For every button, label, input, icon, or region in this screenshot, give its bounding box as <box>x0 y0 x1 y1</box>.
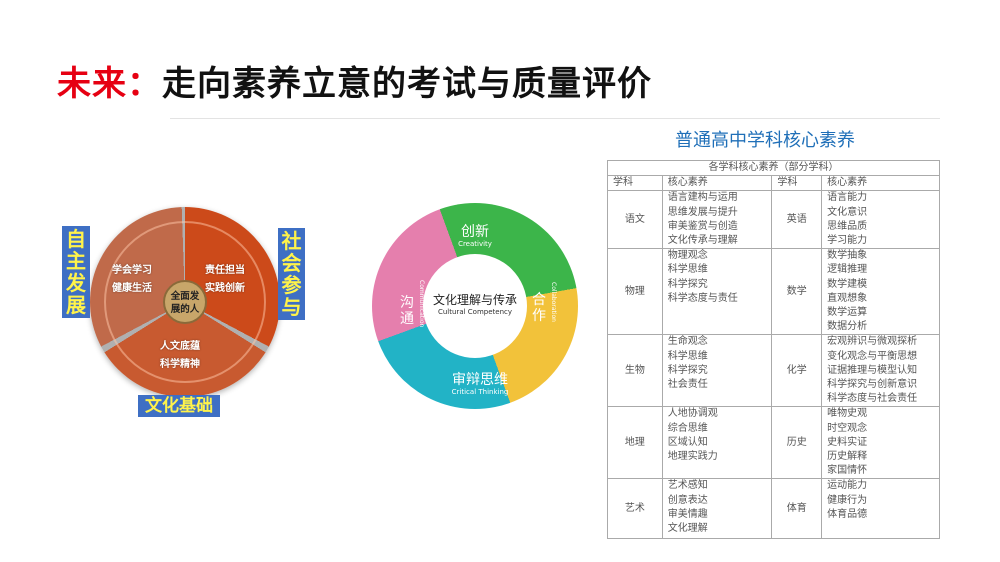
table-header-row: 学科 核心素养 学科 核心素养 <box>607 175 940 192</box>
table-row: 地理人地协调观 综合思维 区域认知 地理实践力历史唯物史观 时空观念 史料实证 … <box>607 406 940 480</box>
label-self-development: 自主发展 <box>62 226 90 318</box>
table-row: 生物生命观念 科学思维 科学探究 社会责任化学宏观辨识与微观探析 变化观念与平衡… <box>607 334 940 408</box>
wheel-center: 全面发 展的人 <box>163 280 207 324</box>
wheel-segment-bottom: 人文底蕴 科学精神 <box>160 341 200 370</box>
subject-cell: 体育 <box>771 478 823 540</box>
col-header: 学科 <box>607 175 663 192</box>
subject-cell: 数学 <box>771 248 823 336</box>
swirl-critical-en: Critical Thinking <box>451 388 509 396</box>
swirl-center-en: Cultural Competency <box>437 308 512 316</box>
col-header: 核心素养 <box>661 175 773 192</box>
table-row: 语文语言建构与运用 思维发展与提升 审美鉴赏与创造 文化传承与理解英语语言能力 … <box>607 190 940 250</box>
competency-list: 运动能力 健康行为 体育品德 <box>821 478 940 540</box>
swirl-collaboration-en: Collaboration <box>550 282 557 322</box>
competency-list: 人地协调观 综合思维 区域认知 地理实践力 <box>661 406 773 480</box>
swirl-communication-cn: 沟通 <box>400 295 414 327</box>
swirl-creativity-en: Creativity <box>458 240 492 248</box>
table-row: 物理物理观念 科学思维 科学探究 科学态度与责任数学数学抽象 逻辑推理 数学建模… <box>607 248 940 336</box>
competency-list: 语言建构与运用 思维发展与提升 审美鉴赏与创造 文化传承与理解 <box>661 190 773 250</box>
col-header: 核心素养 <box>821 175 940 192</box>
competency-list: 生命观念 科学思维 科学探究 社会责任 <box>661 334 773 408</box>
competency-list: 物理观念 科学思维 科学探究 科学态度与责任 <box>661 248 773 336</box>
swirl-collaboration-cn: 合作 <box>532 292 546 324</box>
subject-cell: 历史 <box>771 406 823 480</box>
competency-list: 数学抽象 逻辑推理 数学建模 直观想象 数学运算 数据分析 <box>821 248 940 336</box>
swirl-critical-cn: 审辩思维 <box>452 372 508 388</box>
title-prefix: 未来： <box>57 64 162 104</box>
subject-cell: 地理 <box>607 406 663 480</box>
swirl-center-cn: 文化理解与传承 <box>432 293 517 307</box>
swirl-center <box>423 254 527 358</box>
subject-cell: 语文 <box>607 190 663 250</box>
table-row: 艺术艺术感知 创意表达 审美情趣 文化理解体育运动能力 健康行为 体育品德 <box>607 478 940 540</box>
label-cultural-foundation: 文化基础 <box>138 395 220 417</box>
subject-cell: 生物 <box>607 334 663 408</box>
wheel-arrow-ring <box>104 221 266 383</box>
competency-list: 艺术感知 创意表达 审美情趣 文化理解 <box>661 478 773 540</box>
subject-cell: 英语 <box>771 190 823 250</box>
subject-cell: 艺术 <box>607 478 663 540</box>
slide-title: 未来：走向素养立意的考试与质量评价 <box>57 56 652 105</box>
swirl-communication-en: Communication <box>418 280 425 328</box>
subject-cell: 物理 <box>607 248 663 336</box>
competency-list: 唯物史观 时空观念 史料实证 历史解释 家国情怀 <box>821 406 940 480</box>
wheel-segment-left: 学会学习 健康生活 <box>112 265 152 294</box>
col-header: 学科 <box>771 175 823 192</box>
competency-list: 宏观辨识与微观探析 变化观念与平衡思想 证据推理与模型认知 科学探究与创新意识 … <box>821 334 940 408</box>
competency-table: 各学科核心素养（部分学科） 学科 核心素养 学科 核心素养 语文语言建构与运用 … <box>607 159 940 540</box>
title-divider <box>170 118 940 119</box>
table-caption: 各学科核心素养（部分学科） <box>607 159 940 177</box>
swirl-creativity-cn: 创新 <box>461 224 489 240</box>
title-main: 走向素养立意的考试与质量评价 <box>162 64 652 104</box>
competency-list: 语言能力 文化意识 思维品质 学习能力 <box>821 190 940 250</box>
label-social-participation: 社会参与 <box>278 228 305 320</box>
wheel-segment-right: 责任担当 实践创新 <box>205 265 245 294</box>
table-heading: 普通高中学科核心素养 <box>675 130 855 151</box>
subject-cell: 化学 <box>771 334 823 408</box>
